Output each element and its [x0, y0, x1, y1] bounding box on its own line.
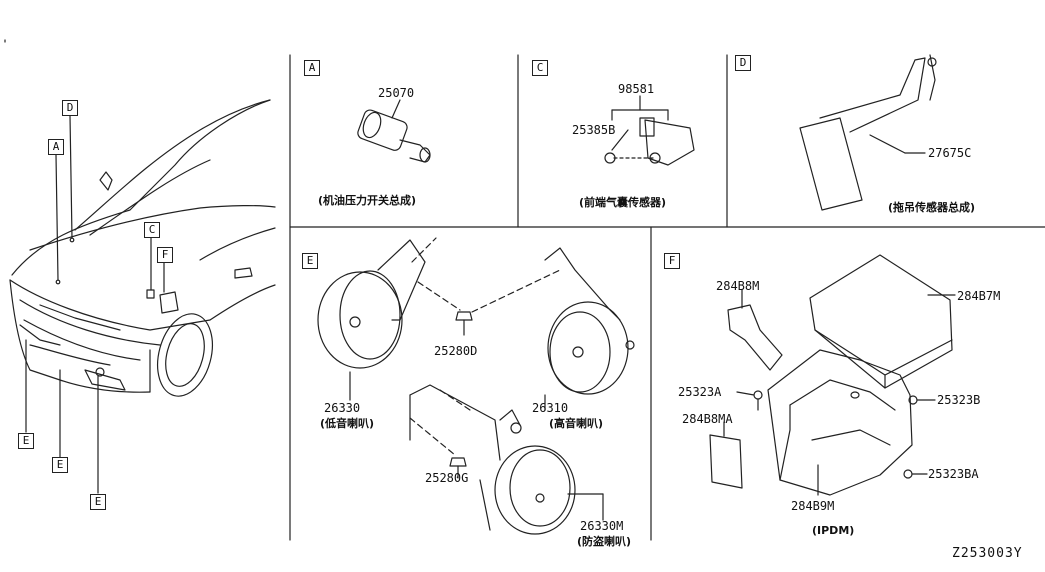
part-number-25385b: 25385B: [572, 123, 616, 137]
part-number-284b8m: 284B8M: [716, 279, 760, 293]
caption-oil-pressure-switch: (机油压力开关总成): [318, 194, 417, 207]
caption-high-horn: (高音喇叭): [549, 417, 604, 430]
caption-alarm-horn: (防盗喇叭): [577, 535, 632, 548]
part-number-25323a: 25323A: [678, 385, 722, 399]
part-number-284b9m: 284B9M: [791, 499, 835, 513]
car-callout-f: F: [157, 247, 173, 263]
section-f-marker: F: [664, 253, 680, 269]
ipdm-bracket-a: [709, 421, 743, 489]
section-a-marker: A: [304, 60, 320, 76]
car-callout-d: D: [62, 100, 78, 116]
bolt-g: [449, 457, 467, 479]
alarm-horn: [409, 384, 604, 535]
part-number-284b8ma: 284B8MA: [682, 412, 733, 426]
ipdm-base: [767, 349, 913, 496]
part-number-26330: 26330: [324, 401, 361, 415]
part-number-25280d: 25280D: [434, 344, 478, 358]
tow-sensor: [799, 54, 937, 211]
car-callout-e2: E: [52, 457, 68, 473]
part-number-25070: 25070: [378, 86, 415, 100]
car-callout-c: C: [144, 222, 160, 238]
part-number-284b7m: 284B7M: [957, 289, 1001, 303]
section-d-marker: D: [735, 55, 751, 71]
caption-ipdm: (IPDM): [812, 524, 855, 537]
front-airbag-sensor: [604, 95, 695, 166]
oil-pressure-switch: [357, 99, 431, 163]
caption-tow-sensor: (拖吊传感器总成): [888, 201, 976, 214]
part-number-27675c: 27675C: [928, 146, 972, 160]
car-callout-e3: E: [90, 494, 106, 510]
part-number-25323ba: 25323BA: [928, 467, 979, 481]
part-number-25280g: 25280G: [425, 471, 469, 485]
car-drawing: [4, 39, 276, 494]
caption-front-airbag-sensor: (前端气囊传感器): [579, 196, 667, 209]
part-number-98581: 98581: [618, 82, 655, 96]
low-horn: [317, 239, 426, 401]
ipdm-cover: [809, 254, 956, 389]
part-number-25323b: 25323B: [937, 393, 981, 407]
part-number-26310: 26310: [532, 401, 569, 415]
caption-low-horn: (低音喇叭): [320, 417, 375, 430]
section-e-marker: E: [302, 253, 318, 269]
car-callout-e1: E: [18, 433, 34, 449]
screws-f: [736, 390, 936, 496]
bracket-lines: [409, 237, 561, 456]
section-c-marker: C: [532, 60, 548, 76]
diagram-id: Z253003Y: [952, 546, 1023, 561]
part-number-26330m: 26330M: [580, 519, 624, 533]
bolt-d: [455, 311, 473, 336]
ipdm-upper-bracket: [727, 289, 783, 371]
car-callout-a: A: [48, 139, 64, 155]
high-horn: [544, 247, 635, 411]
